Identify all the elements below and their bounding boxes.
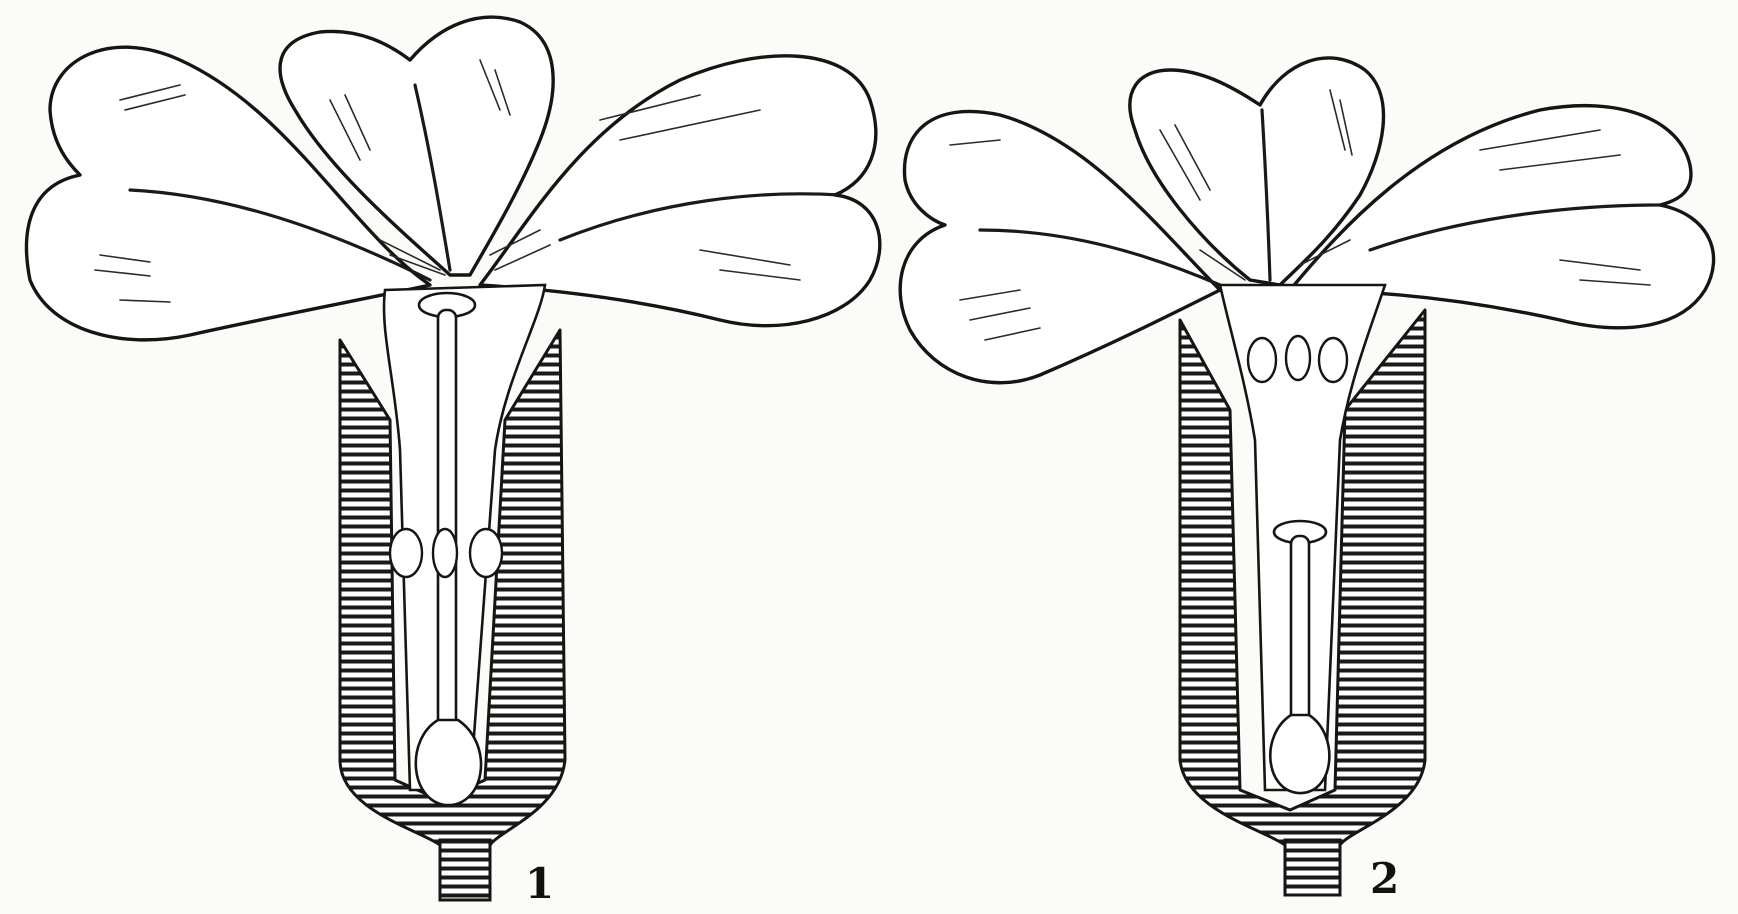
figure-1-label: 1	[525, 859, 554, 908]
flower-2-anthers	[1248, 336, 1347, 382]
flower-2-stem	[1285, 840, 1340, 895]
figure-2-label: 2	[1370, 854, 1399, 903]
flower-1-stem	[440, 840, 490, 900]
flower-2: 2	[900, 58, 1713, 903]
flower-1: 1	[27, 17, 880, 908]
flower-1-anthers	[390, 529, 502, 577]
